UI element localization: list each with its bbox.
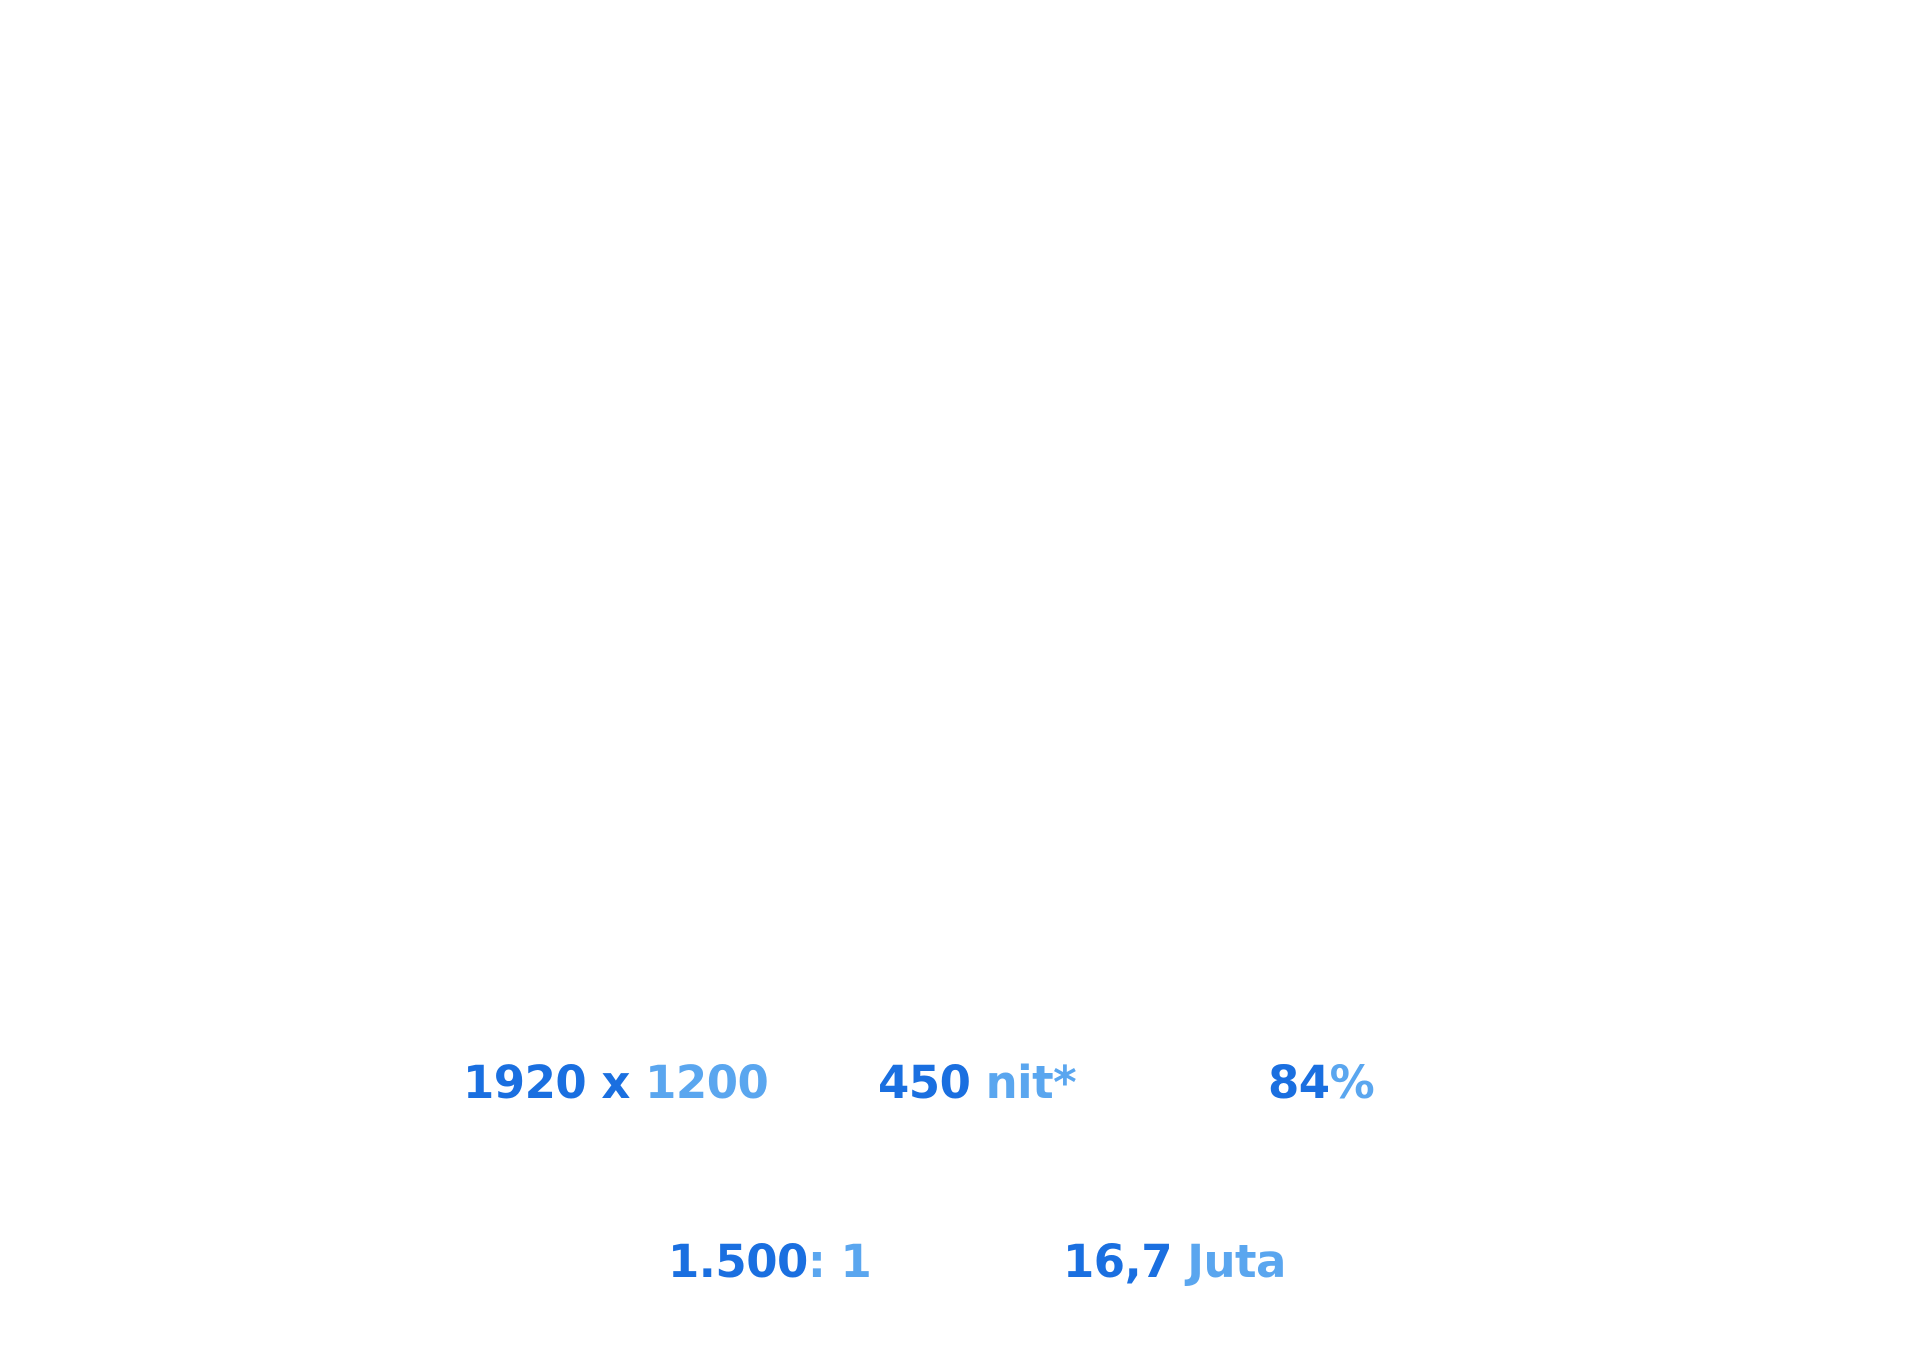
brightness-value: 450 xyxy=(878,1056,971,1109)
contrast-ratio-spec: 1.500: 1 xyxy=(668,1235,872,1289)
display-colors-unit: Juta xyxy=(1187,1235,1286,1288)
resolution-spec: 1920 x 1200 xyxy=(463,1056,769,1110)
display-colors-spec: 16,7 Juta xyxy=(1063,1235,1286,1289)
resolution-value-secondary: 1200 xyxy=(645,1056,769,1109)
color-gamut-spec: 84% xyxy=(1268,1056,1375,1110)
contrast-ratio-value: 1.500 xyxy=(668,1235,808,1288)
display-colors-value: 16,7 xyxy=(1063,1235,1173,1288)
brightness-unit: nit* xyxy=(985,1056,1077,1109)
color-gamut-value: 84 xyxy=(1268,1056,1330,1109)
color-gamut-unit: % xyxy=(1329,1056,1375,1109)
brightness-spec: 450 nit* xyxy=(878,1056,1077,1110)
resolution-value-primary: 1920 x xyxy=(463,1056,630,1109)
contrast-ratio-suffix: : 1 xyxy=(807,1235,872,1288)
